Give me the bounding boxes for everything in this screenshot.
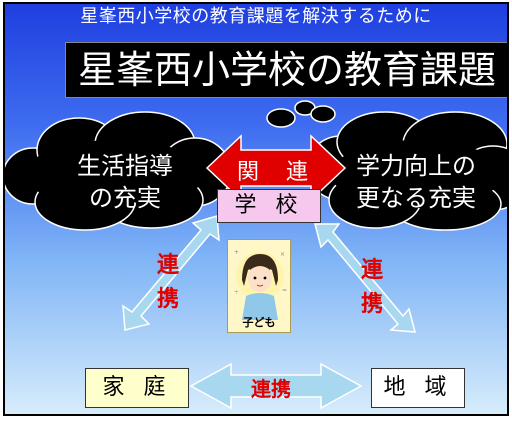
svg-text:÷: ÷ (234, 289, 239, 296)
right-link-char2: 携 (360, 292, 383, 317)
right-cloud-text: 学力向上の 更なる充実 (341, 150, 491, 214)
child-picture: + × ÷ = 子ども (227, 239, 291, 333)
bottom-link-text: 連携 (251, 377, 291, 401)
svg-text:×: × (280, 251, 285, 258)
left-link-text: 連 携 (153, 249, 183, 317)
home-box: 家 庭 (85, 368, 189, 408)
slide: 星峯西小学校の教育課題を解決するために 星峯西小学校の教育課題 (3, 2, 509, 416)
right-link-text: 連 携 (357, 254, 387, 322)
child-illustration-icon: + × ÷ = (234, 249, 287, 320)
slide-subtitle: 星峯西小学校の教育課題を解決するために (80, 6, 432, 27)
left-cloud-text: 生活指導 の充実 (65, 150, 185, 214)
thought-bubble-2 (310, 105, 336, 123)
child-label: 子ども (242, 316, 276, 329)
right-link-char1: 連 (360, 258, 383, 283)
right-cloud-line2: 更なる充実 (356, 184, 476, 212)
community-box: 地 域 (371, 368, 465, 408)
slide-title: 星峯西小学校の教育課題 (65, 42, 507, 98)
left-cloud-line1: 生活指導 (77, 152, 173, 180)
left-link-char2: 携 (156, 287, 179, 312)
left-cloud-shape (5, 111, 232, 231)
thought-bubbles (266, 100, 336, 128)
school-box: 学 校 (217, 189, 321, 223)
relation-label: 関 連 (237, 160, 318, 185)
link-arrows (122, 215, 416, 410)
svg-text:+: + (234, 249, 239, 256)
link-arrow-school-community (314, 223, 416, 333)
link-arrow-home-community (189, 362, 363, 410)
diagram-art (5, 100, 507, 410)
right-cloud-line1: 学力向上の (356, 152, 476, 180)
thought-bubble-3 (266, 108, 296, 128)
left-link-char1: 連 (156, 253, 179, 278)
svg-text:=: = (282, 287, 287, 294)
left-cloud-line2: の充実 (89, 184, 161, 212)
link-arrow-school-home (122, 215, 220, 331)
